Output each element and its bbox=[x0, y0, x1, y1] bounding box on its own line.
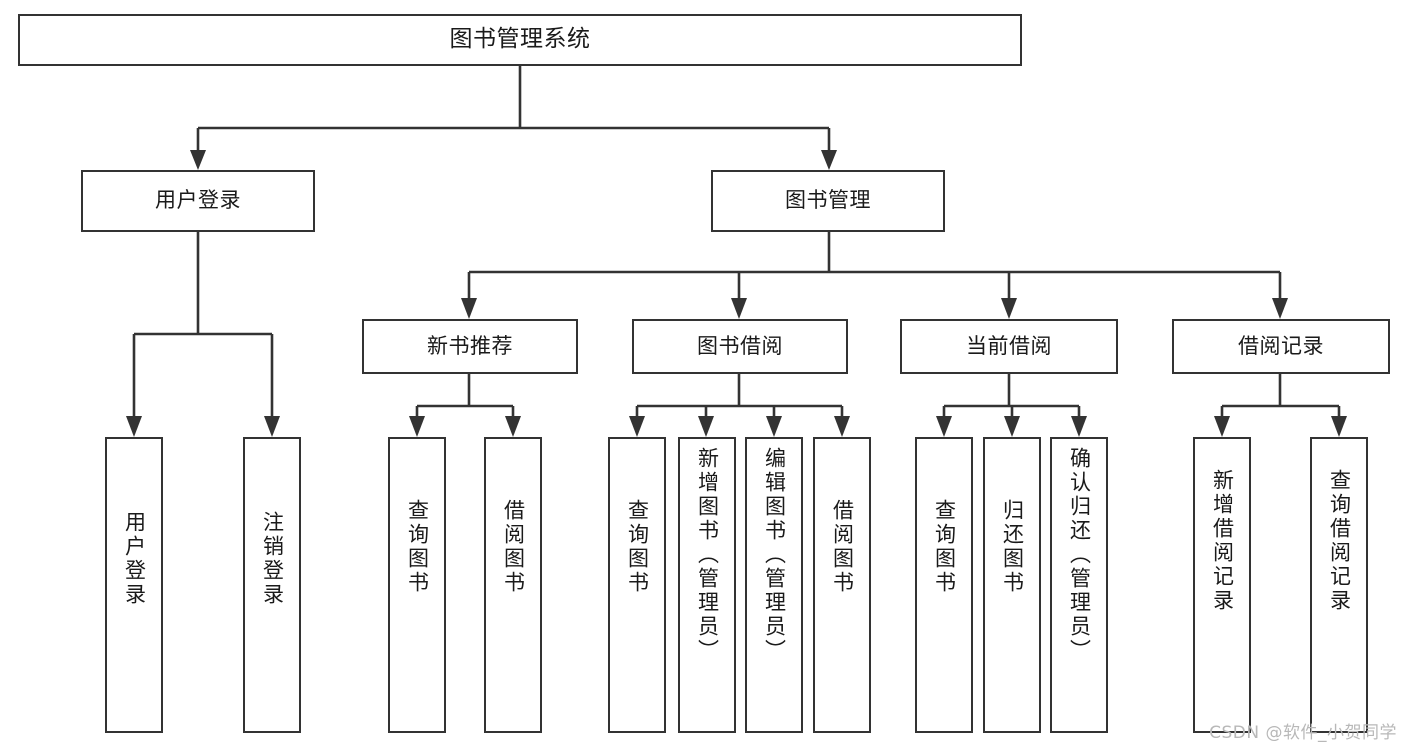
node-label: 图书管理系统 bbox=[449, 26, 591, 53]
leaf-confirm-return-admin[interactable]: 确认归还（管理员） bbox=[1050, 437, 1108, 733]
node-label: 确认归还（管理员） bbox=[1067, 447, 1092, 663]
node-label: 图书管理 bbox=[785, 188, 871, 213]
leaf-query-book-borrow[interactable]: 查询图书 bbox=[608, 437, 666, 733]
node-label: 新书推荐 bbox=[427, 333, 513, 358]
leaf-logout-login[interactable]: 注销登录 bbox=[243, 437, 301, 733]
node-label: 当前借阅 bbox=[966, 333, 1052, 358]
node-book-manage[interactable]: 图书管理 bbox=[711, 170, 945, 232]
node-borrow-record[interactable]: 借阅记录 bbox=[1172, 319, 1390, 374]
node-label: 用户登录 bbox=[155, 188, 241, 213]
node-user-login[interactable]: 用户登录 bbox=[81, 170, 315, 232]
connector-bookborrow-to-leaves bbox=[629, 374, 850, 437]
leaf-borrow-book[interactable]: 借阅图书 bbox=[813, 437, 871, 733]
node-book-borrow[interactable]: 图书借阅 bbox=[632, 319, 848, 374]
node-label: 注销登录 bbox=[260, 511, 285, 607]
csdn-watermark: CSDN @软件_小贺同学 bbox=[1209, 723, 1397, 743]
leaf-borrow-book-recommend[interactable]: 借阅图书 bbox=[484, 437, 542, 733]
leaf-edit-book-admin[interactable]: 编辑图书（管理员） bbox=[745, 437, 803, 733]
node-label: 新增借阅记录 bbox=[1210, 469, 1235, 613]
node-label: 归还图书 bbox=[1000, 499, 1025, 595]
node-root-book-management-system[interactable]: 图书管理系统 bbox=[18, 14, 1022, 66]
leaf-return-book[interactable]: 归还图书 bbox=[983, 437, 1041, 733]
leaf-query-book-current[interactable]: 查询图书 bbox=[915, 437, 973, 733]
node-label: 查询图书 bbox=[625, 499, 650, 595]
node-label: 用户登录 bbox=[122, 511, 147, 607]
connector-userlogin-to-leaves bbox=[126, 232, 280, 437]
node-label: 图书借阅 bbox=[697, 333, 783, 358]
connector-borrowrecord-to-leaves bbox=[1214, 374, 1347, 437]
node-label: 查询图书 bbox=[405, 499, 430, 595]
leaf-add-borrow-record[interactable]: 新增借阅记录 bbox=[1193, 437, 1251, 733]
connector-bookmanage-to-level3 bbox=[461, 232, 1288, 319]
leaf-query-borrow-record[interactable]: 查询借阅记录 bbox=[1310, 437, 1368, 733]
node-label: 借阅记录 bbox=[1238, 333, 1324, 358]
node-label: 编辑图书（管理员） bbox=[762, 447, 787, 663]
connector-newbookrec-to-leaves bbox=[409, 374, 521, 437]
leaf-query-book-recommend[interactable]: 查询图书 bbox=[388, 437, 446, 733]
leaf-add-book-admin[interactable]: 新增图书（管理员） bbox=[678, 437, 736, 733]
node-label: 借阅图书 bbox=[501, 499, 526, 595]
connector-root-to-level2 bbox=[190, 66, 837, 170]
leaf-user-login[interactable]: 用户登录 bbox=[105, 437, 163, 733]
node-new-book-recommend[interactable]: 新书推荐 bbox=[362, 319, 578, 374]
node-label: 新增图书（管理员） bbox=[695, 447, 720, 663]
node-label: 借阅图书 bbox=[830, 499, 855, 595]
node-current-borrow[interactable]: 当前借阅 bbox=[900, 319, 1118, 374]
node-label: 查询借阅记录 bbox=[1327, 469, 1352, 613]
node-label: 查询图书 bbox=[932, 499, 957, 595]
connector-currentborrow-to-leaves bbox=[936, 374, 1087, 437]
